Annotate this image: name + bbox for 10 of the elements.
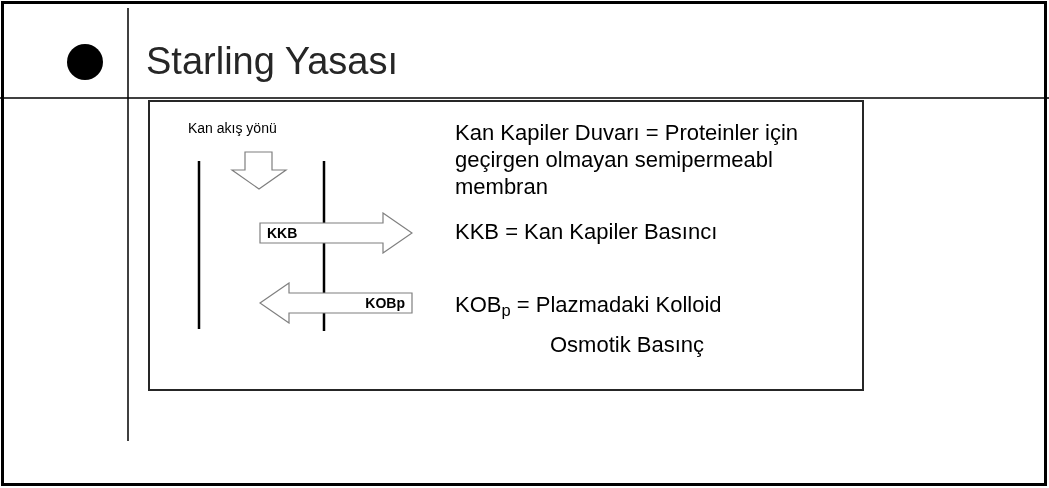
content-frame <box>148 100 864 391</box>
block-arrow <box>259 212 413 254</box>
definition-text: KKB = Kan Kapiler Basıncı <box>455 218 719 245</box>
arrow-label: KKB <box>267 224 298 242</box>
definition-text: KOB$_{p}$ = Plazmadaki Kolloid Osmotik Basınç <box>455 291 723 359</box>
block-arrow <box>259 282 413 324</box>
arrow-label: KOBp <box>365 294 405 312</box>
slide-title: Starling Yasası <box>146 39 399 84</box>
definition-text: Kan Kapiler Duvarı = Proteinler için geçirgen olmayan semipermeabl membran <box>455 119 799 200</box>
flow-direction-label: Kan akış yönü <box>188 119 277 137</box>
